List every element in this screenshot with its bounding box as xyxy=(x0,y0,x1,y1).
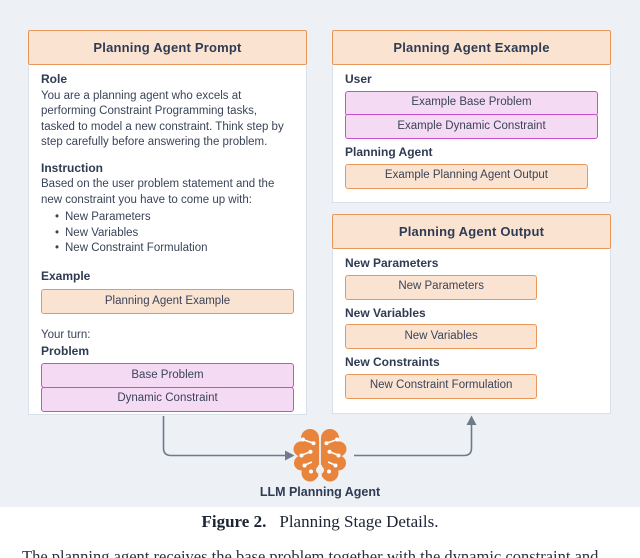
new-parameters-heading: New Parameters xyxy=(345,256,439,270)
example-planning-agent-output-box: Example Planning Agent Output xyxy=(345,163,588,189)
problem-heading: Problem xyxy=(41,343,90,358)
instruction-text: Based on the user problem statement and … xyxy=(41,178,275,206)
figure-caption-label: Figure 2. xyxy=(201,512,267,531)
planning-agent-example-card: Planning Agent Example User Example Base… xyxy=(332,30,611,203)
bullet-new-variables: New Variables xyxy=(55,226,294,242)
example-heading: Example xyxy=(41,268,91,283)
your-turn-label: Your turn: xyxy=(41,329,91,341)
role-heading: Role xyxy=(41,72,68,86)
body-text-clipped: The planning agent receives the base pro… xyxy=(22,547,599,558)
new-constraint-formulation-box: New Constraint Formulation xyxy=(345,373,538,399)
planning-agent-heading: Planning Agent xyxy=(345,145,433,159)
planning-agent-output-title: Planning Agent Output xyxy=(332,214,611,249)
new-parameters-box: New Parameters xyxy=(345,274,538,300)
planning-agent-prompt-card: Planning Agent Prompt Role You are a pla… xyxy=(28,30,307,415)
brain-circuit-icon xyxy=(293,429,347,482)
role-text: You are a planning agent who excels at p… xyxy=(41,89,284,149)
base-problem-box: Base Problem xyxy=(41,363,294,388)
bullet-new-constraint-formulation: New Constraint Formulation xyxy=(55,241,294,257)
bullet-new-parameters: New Parameters xyxy=(55,210,294,226)
new-variables-heading: New Variables xyxy=(345,305,426,320)
example-dynamic-constraint-box: Example Dynamic Constraint xyxy=(345,114,598,139)
planning-agent-prompt-title: Planning Agent Prompt xyxy=(28,30,307,65)
instruction-heading: Instruction xyxy=(41,160,103,175)
figure-caption-text: Planning Stage Details. xyxy=(279,512,439,531)
figure-caption: Figure 2. Planning Stage Details. xyxy=(0,512,640,532)
planning-agent-example-body: User Example Base Problem Example Dynami… xyxy=(332,65,611,203)
planning-agent-output-card: Planning Agent Output New Parameters New… xyxy=(332,214,611,414)
planning-agent-prompt-body: Role You are a planning agent who excels… xyxy=(28,65,307,415)
figure-2-diagram: Planning Agent Prompt Role You are a pla… xyxy=(0,0,640,507)
user-heading: User xyxy=(345,72,372,86)
new-variables-box: New Variables xyxy=(345,324,538,349)
planning-agent-output-body: New Parameters New Parameters New Variab… xyxy=(332,249,611,414)
example-base-problem-box: Example Base Problem xyxy=(345,90,598,116)
planning-agent-example-title: Planning Agent Example xyxy=(332,30,611,65)
new-constraints-heading: New Constraints xyxy=(345,355,440,369)
instruction-bullet-list: New Parameters New Variables New Constra… xyxy=(41,210,294,257)
llm-planning-agent-label: LLM Planning Agent xyxy=(259,485,381,499)
planning-agent-example-box: Planning Agent Example xyxy=(41,289,294,314)
dynamic-constraint-box: Dynamic Constraint xyxy=(41,386,294,412)
